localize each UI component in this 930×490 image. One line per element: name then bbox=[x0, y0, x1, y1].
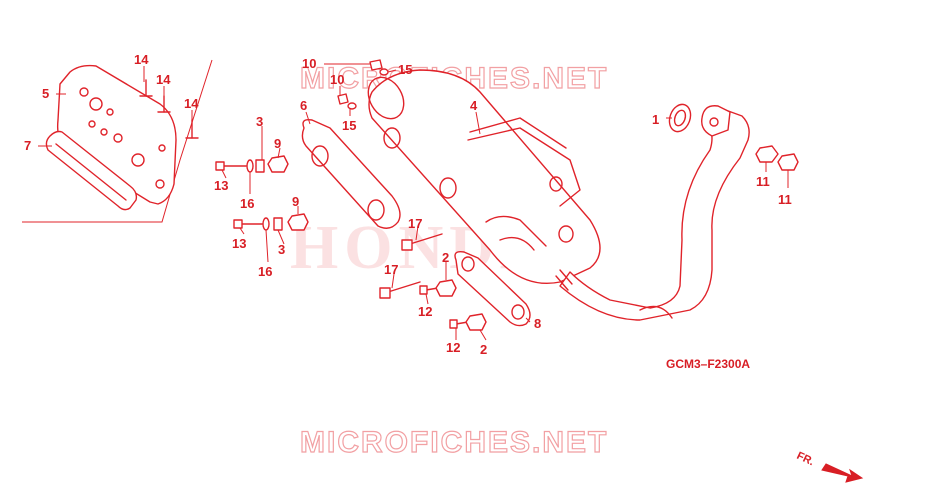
callout-9-lower: 9 bbox=[292, 194, 299, 209]
bolt-12-upper[interactable] bbox=[419, 285, 439, 295]
callout-17-upper: 17 bbox=[408, 216, 422, 231]
direction-label: FR. bbox=[795, 450, 816, 468]
callout-14-b: 14 bbox=[156, 72, 171, 87]
bolt-17-upper[interactable] bbox=[401, 233, 443, 251]
callout-11-right: 11 bbox=[778, 192, 792, 207]
nut-9-lower[interactable] bbox=[287, 213, 309, 231]
callout-5: 5 bbox=[42, 86, 49, 101]
collar-3-upper[interactable] bbox=[255, 159, 265, 173]
callout-8: 8 bbox=[534, 316, 541, 331]
callout-12-lower: 12 bbox=[446, 340, 460, 355]
part-4-muffler[interactable] bbox=[361, 69, 601, 284]
nut-2-lower[interactable] bbox=[465, 313, 487, 331]
part-8-plate[interactable] bbox=[454, 250, 531, 327]
nut-15-lower[interactable] bbox=[347, 102, 357, 110]
callout-14-a: 14 bbox=[134, 52, 149, 67]
nut-9-upper[interactable] bbox=[267, 155, 289, 173]
callout-15-lower: 15 bbox=[342, 118, 356, 133]
part-11-nuts[interactable] bbox=[755, 145, 799, 171]
callout-3-upper: 3 bbox=[256, 114, 263, 129]
callout-13-upper: 13 bbox=[214, 178, 228, 193]
bolt-13-lower[interactable] bbox=[233, 219, 263, 229]
leader-lines bbox=[38, 63, 789, 341]
diagram-code: GCM3–F2300A bbox=[666, 357, 750, 371]
bolt-10-lower[interactable] bbox=[337, 93, 349, 105]
callout-9-upper: 9 bbox=[274, 136, 281, 151]
callout-4: 4 bbox=[470, 98, 478, 113]
front-direction-indicator: FR. bbox=[795, 450, 864, 483]
nut-2-upper[interactable] bbox=[435, 279, 457, 297]
collar-3-lower[interactable] bbox=[273, 217, 283, 231]
callout-13-lower: 13 bbox=[232, 236, 246, 251]
exhaust-pipe[interactable] bbox=[555, 105, 750, 321]
callout-6: 6 bbox=[300, 98, 307, 113]
part-1-gasket[interactable] bbox=[666, 101, 694, 134]
callout-15-upper: 15 bbox=[398, 62, 412, 77]
watermark-bottom: MICROFICHES.NET bbox=[300, 426, 608, 459]
bolt-12-lower[interactable] bbox=[449, 319, 469, 329]
callout-1: 1 bbox=[652, 112, 659, 127]
callout-14-c: 14 bbox=[184, 96, 199, 111]
bolt-10-upper[interactable] bbox=[369, 59, 383, 71]
bolt-17-lower[interactable] bbox=[379, 281, 421, 299]
washer-16-upper[interactable] bbox=[246, 159, 254, 173]
callout-2-upper: 2 bbox=[442, 250, 449, 265]
callout-7: 7 bbox=[24, 138, 31, 153]
nut-15-upper[interactable] bbox=[379, 68, 389, 76]
callout-17-lower: 17 bbox=[384, 262, 398, 277]
front-arrow-icon bbox=[821, 463, 864, 483]
callout-12-upper: 12 bbox=[418, 304, 432, 319]
callout-10-lower: 10 bbox=[330, 72, 344, 87]
washer-16-lower[interactable] bbox=[262, 217, 270, 231]
part-6-protector[interactable] bbox=[301, 118, 401, 229]
part-14-screws[interactable] bbox=[139, 79, 199, 139]
callout-11-left: 11 bbox=[756, 174, 770, 189]
callout-16-upper: 16 bbox=[240, 196, 254, 211]
callout-3-lower: 3 bbox=[278, 242, 285, 257]
callout-16-lower: 16 bbox=[258, 264, 272, 279]
callout-10-upper: 10 bbox=[302, 56, 316, 71]
callout-2-lower: 2 bbox=[480, 342, 487, 357]
bolt-13-upper[interactable] bbox=[215, 161, 247, 171]
